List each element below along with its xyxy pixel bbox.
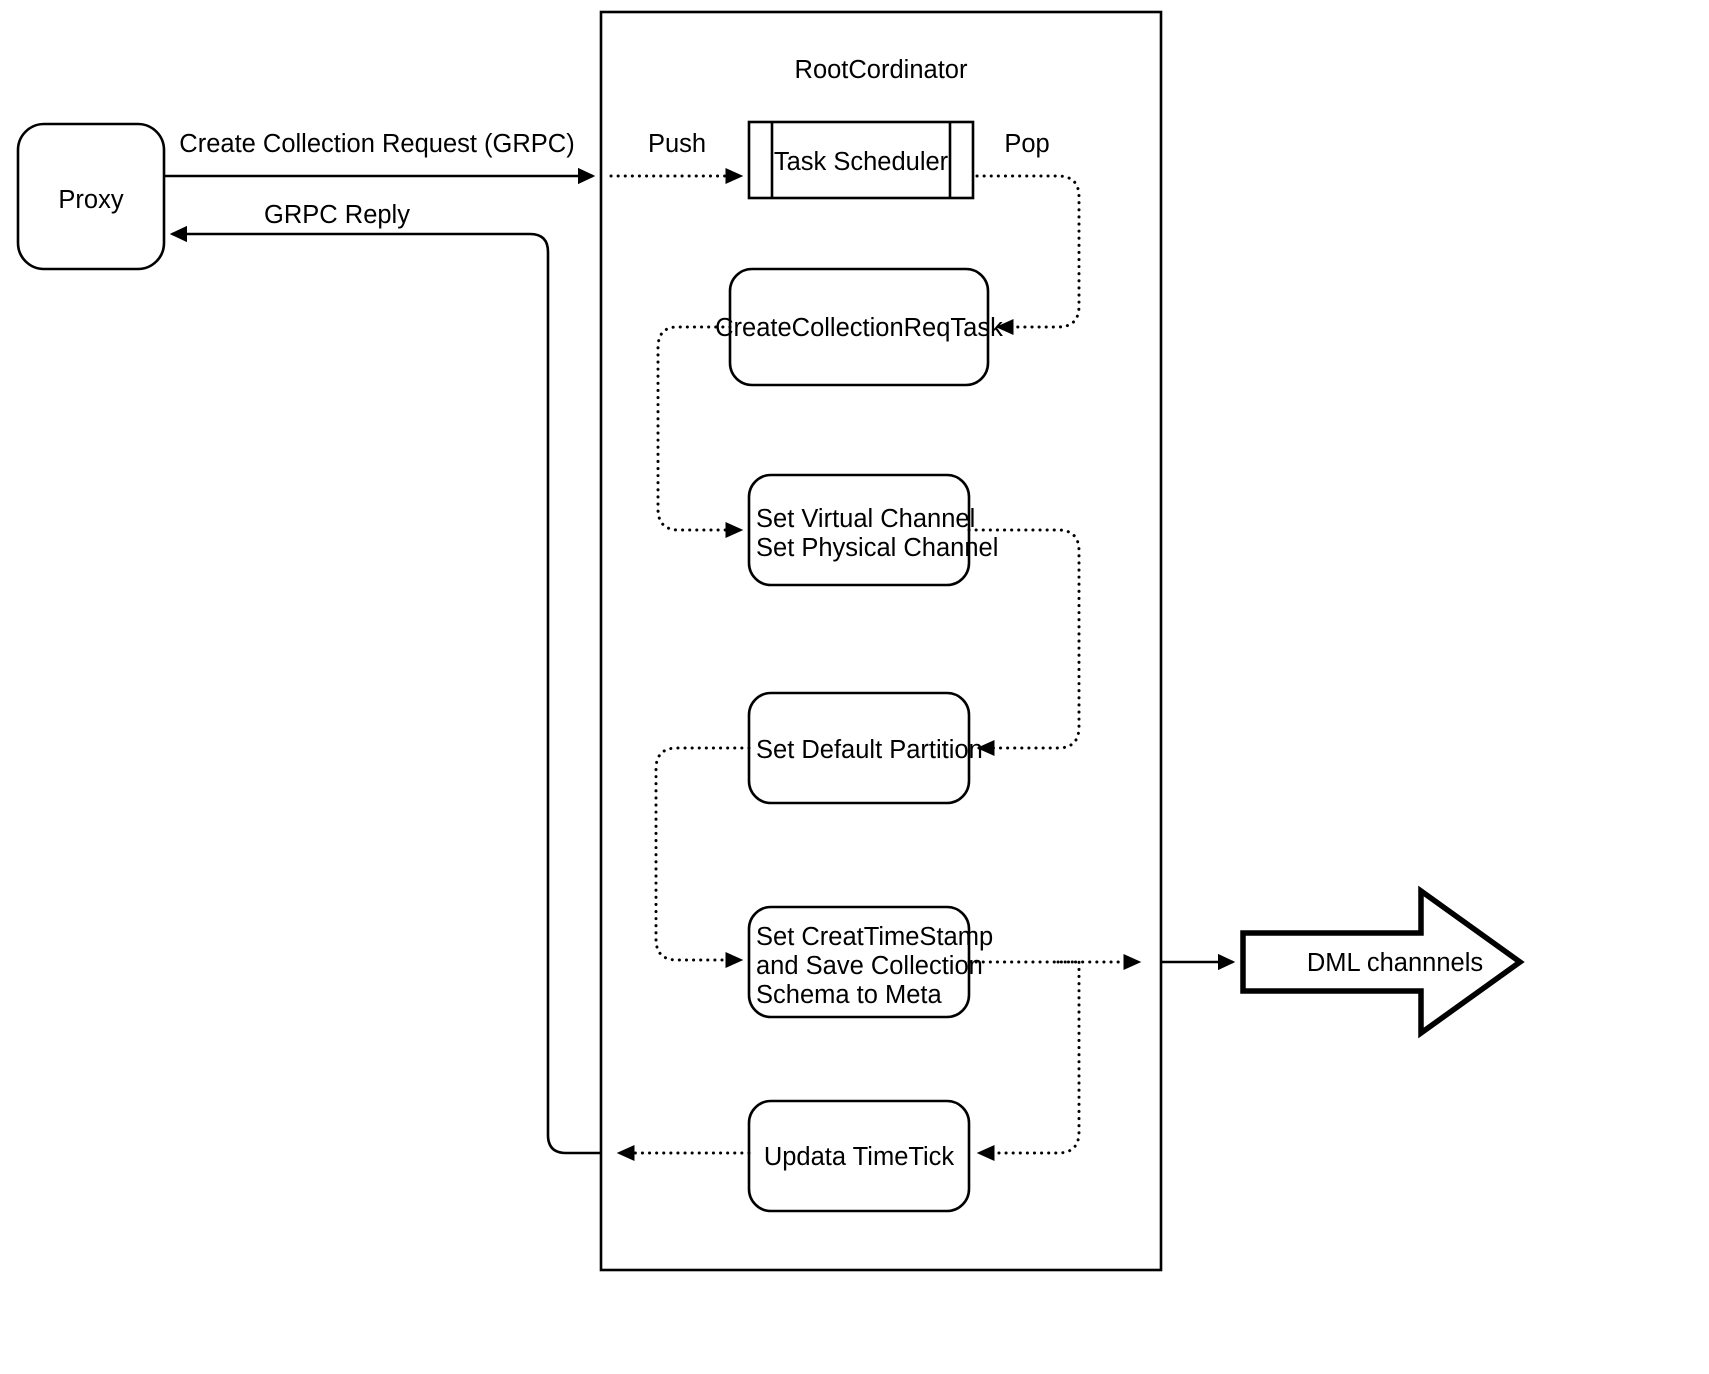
create-collection-req-task-label: CreateCollectionReqTask	[715, 314, 1003, 342]
task-scheduler-label: Task Scheduler	[774, 148, 949, 176]
task-scheduler-box[interactable]	[747, 120, 975, 200]
rootcordinator-title: RootCordinator	[795, 56, 968, 84]
edge-set-timestamp-to-update-timetick	[976, 960, 1081, 1162]
set-channel-node[interactable]: Set Virtual Channel Set Physical Channel	[747, 473, 998, 587]
edge-set-timestamp-to-update-timetick-line	[976, 960, 1081, 1162]
dml-channels-node[interactable]: DML channnels	[1240, 885, 1525, 1039]
set-default-partition-node[interactable]: Set Default Partition	[747, 691, 983, 805]
edge-create-collection-request-label: Create Collection Request (GRPC)	[179, 130, 574, 158]
set-default-partition-label: Set Default Partition	[756, 736, 983, 764]
proxy-box[interactable]	[16, 122, 166, 271]
edge-grpc-reply: GRPC Reply	[169, 201, 601, 1155]
rootcordinator-container: RootCordinator	[599, 10, 1163, 1272]
dml-channels-label: DML channnels	[1307, 949, 1483, 977]
dml-channels-arrow-shape[interactable]	[1240, 885, 1525, 1039]
proxy-node[interactable]: Proxy	[16, 122, 166, 271]
edge-pop: Pop	[975, 130, 1081, 336]
edge-pop-line	[975, 174, 1081, 336]
update-timetick-box[interactable]	[747, 1099, 971, 1213]
task-scheduler-node[interactable]: Task Scheduler	[747, 120, 975, 200]
edge-push: Push	[609, 130, 744, 185]
edge-grpc-reply-label: GRPC Reply	[264, 201, 410, 229]
edge-set-channel-to-default-partition-line	[967, 528, 1081, 757]
update-timetick-node[interactable]: Updata TimeTick	[747, 1099, 971, 1213]
set-timestamp-label-line3: Schema to Meta	[756, 981, 942, 1009]
set-timestamp-node[interactable]: Set CreatTimeStamp and Save Collection S…	[747, 905, 993, 1019]
proxy-label: Proxy	[58, 186, 123, 214]
set-channel-label-line1: Set Virtual Channel	[756, 505, 975, 533]
edge-push-label: Push	[648, 130, 706, 158]
edge-task-to-set-channel-line	[656, 325, 744, 539]
edge-create-collection-request: Create Collection Request (GRPC)	[164, 130, 596, 185]
edge-default-partition-to-set-timestamp	[654, 746, 751, 969]
create-collection-req-task-node[interactable]: CreateCollectionReqTask	[715, 267, 1003, 387]
edge-set-channel-to-default-partition	[967, 528, 1081, 757]
edge-grpc-reply-line	[169, 225, 601, 1155]
edge-pop-label: Pop	[1004, 130, 1049, 158]
set-channel-label-line2: Set Physical Channel	[756, 534, 998, 562]
set-timestamp-label-line2: and Save Collection	[756, 952, 983, 980]
rootcordinator-boundary	[599, 10, 1163, 1272]
set-timestamp-label-line1: Set CreatTimeStamp	[756, 923, 993, 951]
update-timetick-label: Updata TimeTick	[764, 1143, 955, 1171]
edge-task-to-set-channel	[656, 325, 744, 539]
edge-default-partition-to-set-timestamp-line	[654, 746, 751, 969]
